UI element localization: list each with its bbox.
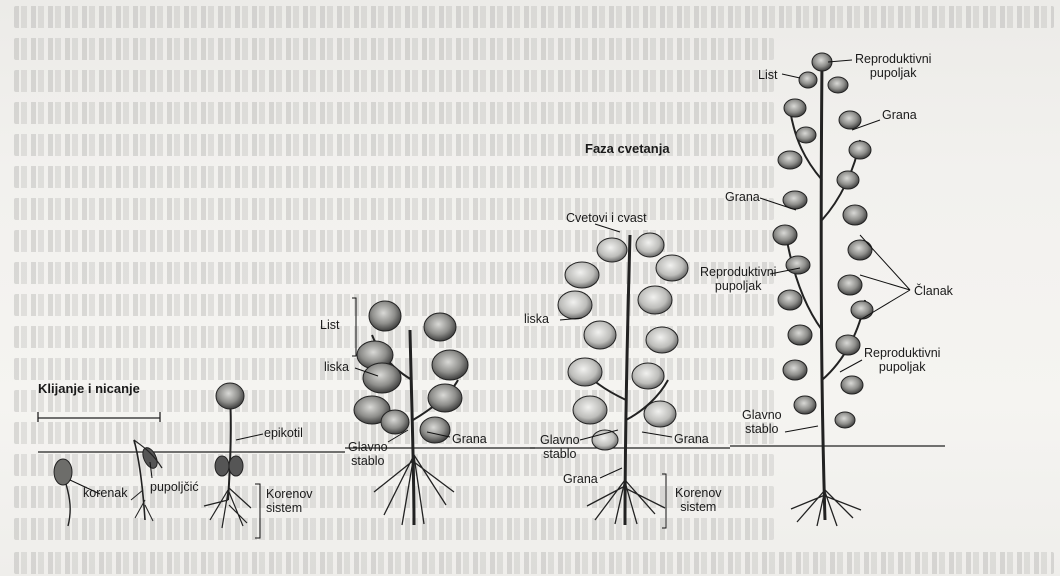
label-glavno-stablo-tall: Glavno stablo [742,408,782,436]
flowering-heading: Faza cvetanja [585,142,670,156]
label-glavno-stablo-mid: Glavno stablo [348,440,388,468]
label-repro-mid: Reproduktivni pupoljak [700,265,776,293]
label-korenak: korenak [83,486,127,500]
label-epikotil: epikotil [264,426,303,440]
label-grana-mid: Grana [452,432,487,446]
label-korenov-sistem-right: Korenov sistem [675,486,722,514]
label-liska-right: liska [524,312,549,326]
ground-lines [38,412,945,452]
label-liska-mid: liska [324,360,349,374]
label-korenov-sistem-left: Korenov sistem [266,487,313,515]
label-grana-right-a: Grana [674,432,709,446]
vegetative-plant [354,301,468,525]
label-pupoljcic: pupoljčić [150,480,199,494]
mature-plant [773,53,873,526]
germination-seedlings [54,383,251,528]
label-list-mid: List [320,318,339,332]
label-list-top: List [758,68,777,82]
label-grana-left-tall: Grana [725,190,760,204]
germination-heading: Klijanje i nicanje [38,382,140,396]
label-cvetovi: Cvetovi i cvast [566,211,647,225]
label-grana-right-b: Grana [563,472,598,486]
label-grana-top: Grana [882,108,917,122]
label-repro-low: Reproduktivni pupoljak [864,346,940,374]
label-clanak: Članak [914,284,953,298]
label-repro-top: Reproduktivni pupoljak [855,52,931,80]
label-glavno-stablo-right: Glavno stablo [540,433,580,461]
